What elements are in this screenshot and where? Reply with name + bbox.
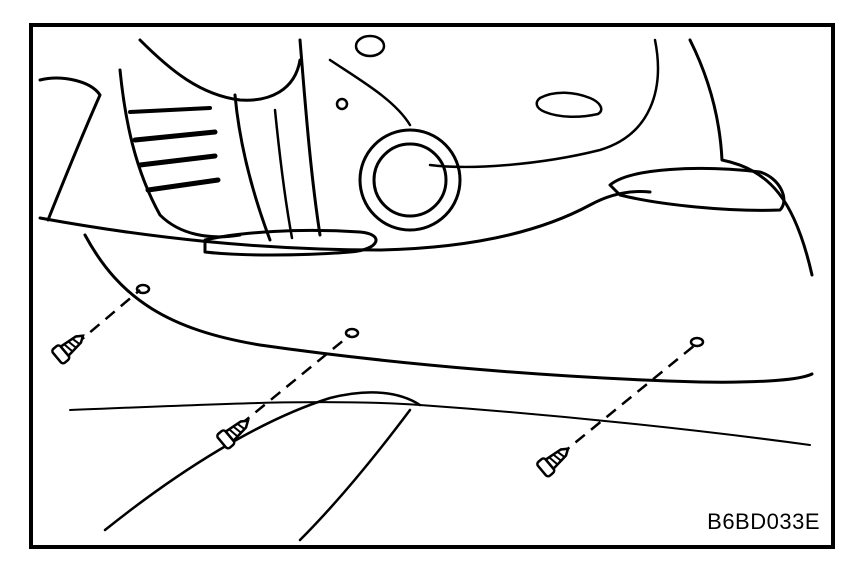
frame-member-center <box>273 108 294 240</box>
bumper-right-side <box>688 38 814 277</box>
splash-guard-inner <box>298 408 412 542</box>
bumper-lower-lip <box>83 233 814 384</box>
guide-line-screw-3 <box>559 344 696 456</box>
mount-hole-large <box>354 34 386 58</box>
mount-hole-3 <box>689 336 705 348</box>
frame-member-left <box>233 93 272 242</box>
clip-detail <box>535 91 603 118</box>
guide-line-screw-2 <box>239 334 351 426</box>
grille-outline <box>118 68 242 239</box>
left-fender-curve <box>38 76 102 222</box>
fog-lamp-lens <box>372 142 448 218</box>
bumper-upper-edge <box>38 190 652 252</box>
figure-code-label: B6BD033E <box>707 509 820 534</box>
grille-slat-3 <box>145 177 221 193</box>
figure-border <box>29 23 835 549</box>
splash-guard-edge <box>103 391 422 532</box>
mount-hole-1 <box>135 283 151 295</box>
side-marker-lamp <box>608 166 786 212</box>
screw-2 <box>216 419 250 450</box>
fog-lamp-outer <box>358 128 462 232</box>
tow-hook-bracket <box>203 228 378 257</box>
grille-slat-1 <box>132 129 218 143</box>
frame-member-right <box>298 38 322 237</box>
body-panel-contour <box>428 38 660 169</box>
inner-panel-edge <box>328 58 412 127</box>
upper-curve-structure <box>138 38 302 102</box>
guide-line-screw-1 <box>74 289 141 346</box>
ground-line <box>69 401 811 446</box>
screw-3 <box>536 447 570 478</box>
mount-hole-small <box>335 97 349 111</box>
screw-1 <box>51 334 85 365</box>
grille-slat-4 <box>128 106 212 114</box>
mount-hole-2 <box>344 327 360 339</box>
grille-slat-2 <box>137 153 218 168</box>
